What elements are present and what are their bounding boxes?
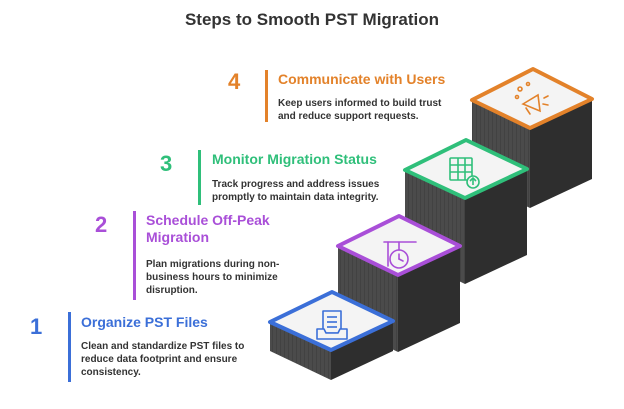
step-divider [198,150,201,205]
step-title: Monitor Migration Status [212,151,377,167]
step-title: Organize PST Files [81,314,208,330]
step-description: Clean and standardize PST files to reduc… [81,341,245,378]
megaphone-icon [514,81,549,115]
step-title: Communicate with Users [278,71,446,87]
step-title: Schedule Off-Peak Migration [146,212,270,245]
step-description: Plan migrations during non- business hou… [146,259,280,296]
step-divider [68,312,71,382]
step-number: 1 [30,314,43,339]
hanging-clock-icon [383,241,417,269]
step-number: 2 [95,212,108,237]
step-description: Track progress and address issues prompt… [212,179,380,203]
step-number: 4 [228,69,241,94]
stair-step-3 [403,138,529,284]
step-number: 3 [160,151,173,176]
step-description: Keep users informed to build trust and r… [278,98,442,122]
table-upload-icon [449,157,480,189]
page-title: Steps to Smooth PST Migration [184,10,440,29]
step-divider [133,211,136,300]
stair-step-1 [268,290,395,380]
step-divider [265,70,268,122]
document-tray-icon [316,310,348,340]
